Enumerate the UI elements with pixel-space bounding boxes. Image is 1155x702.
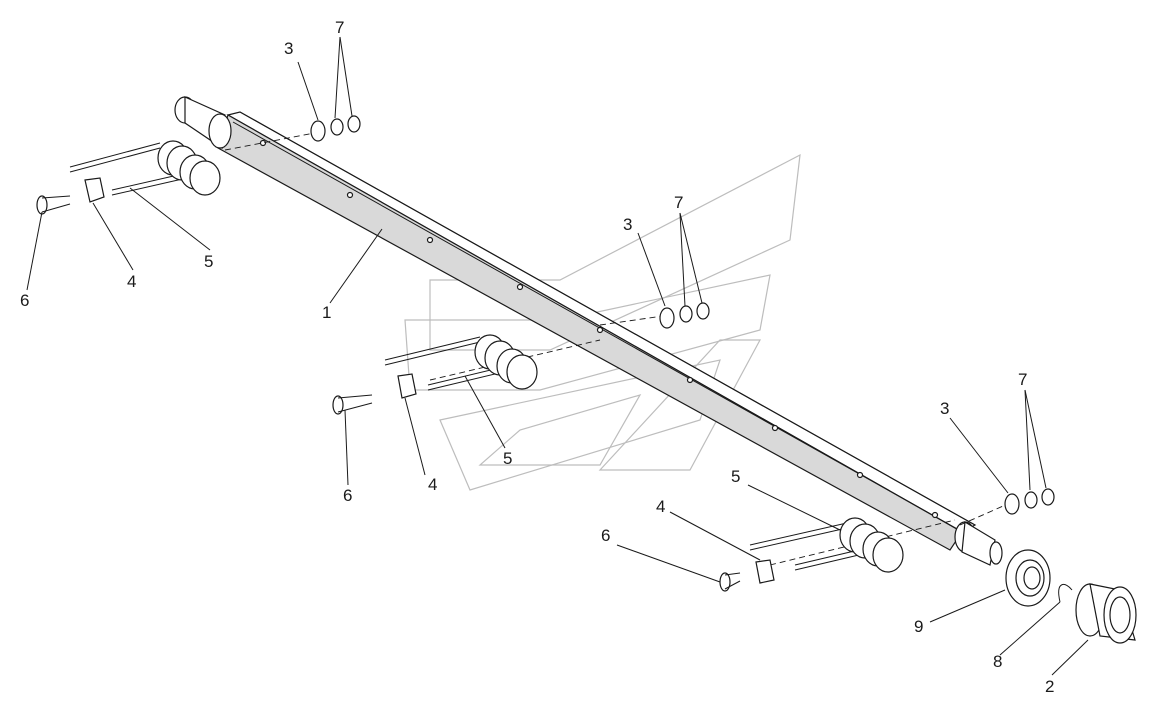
callout-7-right: 7 [1018, 370, 1027, 389]
callout-6-right: 6 [601, 526, 610, 545]
callout-2: 2 [1045, 677, 1054, 696]
callout-7-top: 7 [335, 18, 344, 37]
callout-labels: 1 2 3 3 3 4 4 4 5 5 5 6 6 6 7 7 7 8 9 [20, 18, 1054, 696]
callout-6-left: 6 [20, 291, 29, 310]
bearing-housing [1075, 583, 1137, 644]
circlip [1058, 583, 1073, 603]
callout-8: 8 [993, 652, 1002, 671]
main-shaft [174, 96, 1003, 566]
left-spring-group [36, 140, 221, 215]
callout-6-middle: 6 [343, 486, 352, 505]
callout-4-left: 4 [127, 272, 136, 291]
washer-nut-set-top [310, 115, 361, 142]
callout-5-right: 5 [731, 467, 740, 486]
callout-3-right: 3 [940, 399, 949, 418]
callout-9: 9 [914, 617, 923, 636]
callout-5-middle: 5 [503, 449, 512, 468]
callout-4-right: 4 [656, 497, 665, 516]
leader-lines [26, 36, 1089, 676]
callout-3-middle: 3 [623, 215, 632, 234]
callout-4-middle: 4 [428, 475, 437, 494]
right-spring-group [719, 517, 904, 592]
washer-nut-set-middle [659, 302, 710, 329]
callout-3-top: 3 [284, 39, 293, 58]
callout-1: 1 [322, 303, 331, 322]
callout-5-left: 5 [204, 252, 213, 271]
callout-7-middle: 7 [674, 193, 683, 212]
washer-nut-set-right [1004, 488, 1055, 515]
bearing [1005, 549, 1051, 607]
middle-spring-group [332, 334, 538, 415]
